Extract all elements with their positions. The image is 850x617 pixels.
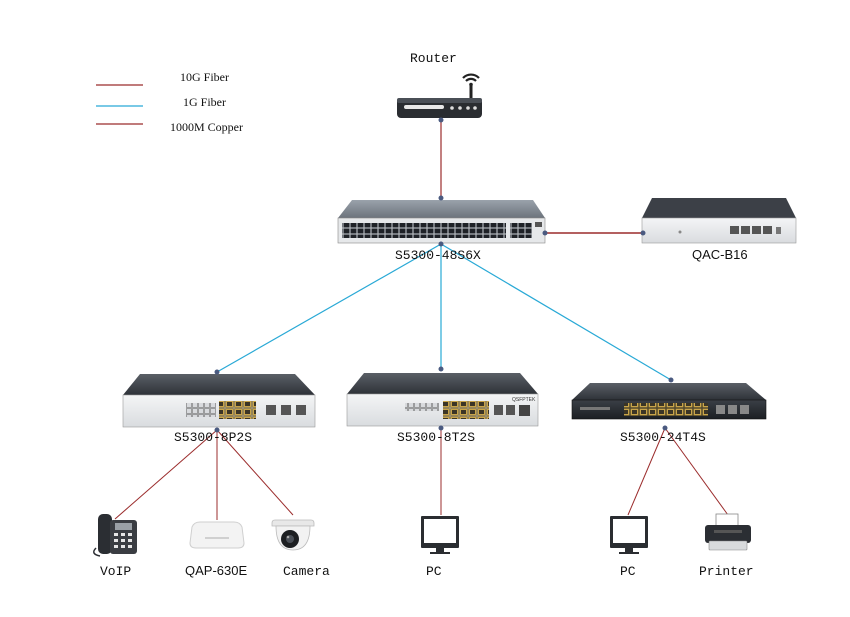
link-switch1-voip	[114, 429, 218, 520]
node-dot	[542, 230, 548, 236]
link-switch3-pc	[627, 427, 666, 516]
access-switch-2: QSFPTEK S5300-8T2S	[346, 366, 539, 445]
link-core-switch3	[440, 243, 672, 381]
router-icon	[397, 73, 482, 118]
controller-label: QAC-B16	[692, 247, 748, 262]
access-switch-3-label: S5300-24T4S	[620, 430, 706, 445]
link-switch1-camera	[216, 429, 294, 516]
access-point: QAP-630E	[185, 521, 247, 578]
access-point-icon	[189, 521, 245, 549]
pc-1-label: PC	[426, 564, 442, 579]
camera-label: Camera	[283, 564, 330, 579]
router-label: Router	[410, 51, 457, 66]
core-switch-label: S5300-48S6X	[395, 248, 481, 263]
link-switch3-printer	[664, 427, 729, 516]
link-core-switch1	[216, 243, 442, 373]
node-dot	[438, 117, 444, 123]
legend-label-1g-fiber: 1G Fiber	[183, 95, 226, 109]
legend-label-1000m-copper: 1000M Copper	[170, 120, 243, 134]
switch-brand-logo: QSFPTEK	[512, 397, 536, 403]
node-dot	[438, 425, 444, 431]
node-dot	[668, 377, 674, 383]
legend: 10G Fiber 1G Fiber 1000M Copper	[96, 70, 243, 134]
node-dot	[438, 366, 444, 372]
pc-1: PC	[421, 516, 459, 579]
pc-2: PC	[610, 516, 648, 579]
monitor-icon	[610, 516, 648, 554]
router: Router	[397, 51, 482, 123]
printer-label: Printer	[699, 564, 754, 579]
voip-phone: VoIP	[93, 514, 137, 579]
camera: Camera	[271, 519, 330, 579]
links	[114, 120, 729, 520]
switch-icon	[337, 200, 546, 244]
printer: Printer	[699, 513, 754, 579]
monitor-icon	[421, 516, 459, 554]
controller-icon	[641, 198, 797, 244]
camera-icon	[271, 519, 315, 551]
node-dot	[438, 195, 444, 201]
access-switch-1: S5300-8P2S	[122, 369, 316, 445]
phone-icon	[93, 514, 137, 557]
controller: QAC-B16	[640, 198, 797, 262]
access-switch-2-label: S5300-8T2S	[397, 430, 475, 445]
access-switch-1-label: S5300-8P2S	[174, 430, 252, 445]
switch-icon	[122, 374, 316, 428]
printer-icon	[705, 513, 751, 551]
access-switch-3: S5300-24T4S	[571, 377, 767, 445]
access-point-label: QAP-630E	[185, 563, 247, 578]
node-dot	[214, 369, 220, 375]
node-dot	[662, 425, 668, 431]
switch-icon	[571, 383, 767, 420]
node-dot	[640, 230, 646, 236]
voip-label: VoIP	[100, 564, 131, 579]
node-dot	[214, 427, 220, 433]
node-dot	[438, 241, 444, 247]
core-switch: S5300-48S6X	[337, 195, 548, 263]
switch-icon: QSFPTEK	[346, 373, 539, 427]
pc-2-label: PC	[620, 564, 636, 579]
legend-label-10g-fiber: 10G Fiber	[180, 70, 229, 84]
